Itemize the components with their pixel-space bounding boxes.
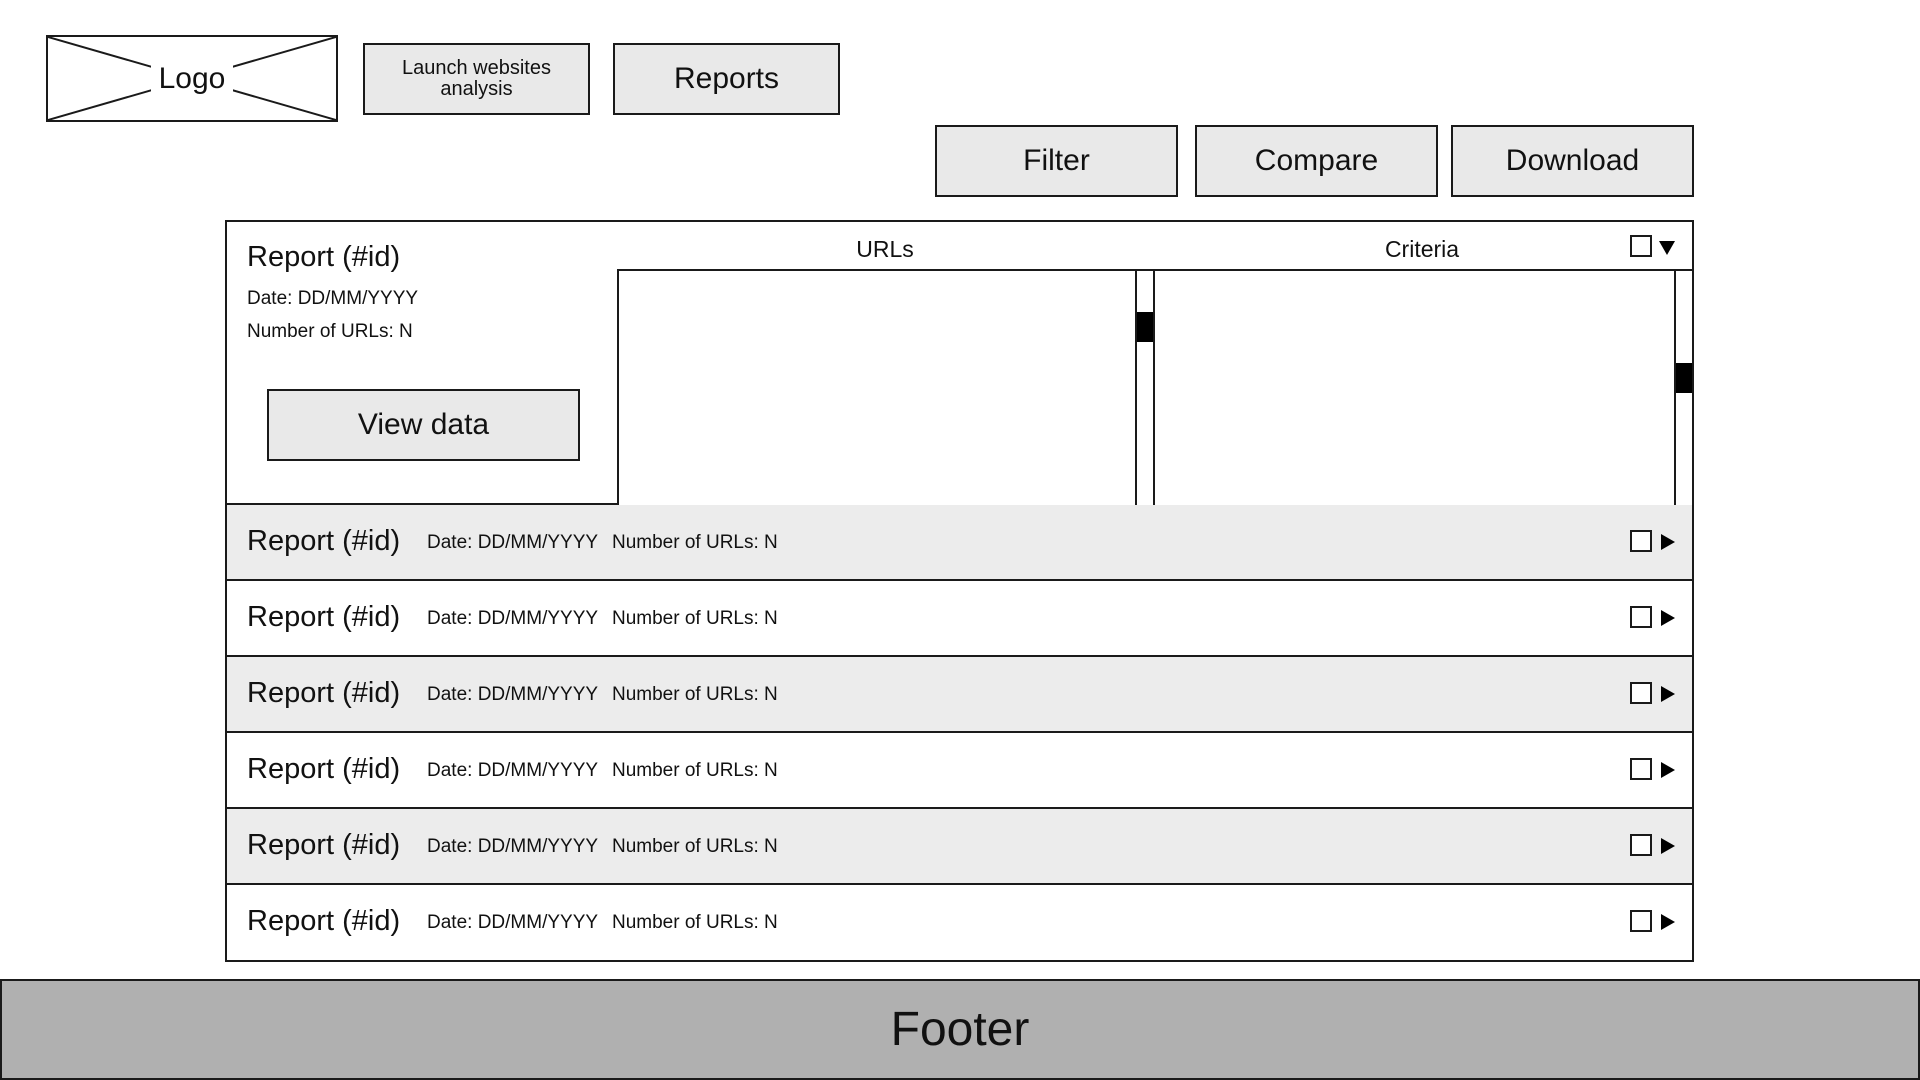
report-title: Report (#id) (247, 601, 401, 633)
footer-label: Footer (890, 1003, 1030, 1056)
urls-scrollbar[interactable] (1135, 269, 1155, 505)
criteria-list-panel[interactable] (1153, 269, 1694, 505)
urls-list-panel[interactable] (617, 269, 1155, 505)
report-url-count: Number of URLs: N (247, 321, 413, 342)
report-url-count: Number of URLs: N (612, 912, 778, 933)
report-select-checkbox[interactable] (1630, 530, 1652, 552)
report-select-checkbox[interactable] (1630, 834, 1652, 856)
expand-triangle-right-icon[interactable] (1661, 534, 1675, 550)
filter-label: Filter (1023, 144, 1090, 177)
report-select-checkbox[interactable] (1630, 606, 1652, 628)
urls-column-header: URLs (856, 236, 914, 262)
report-row[interactable]: Report (#id) Date: DD/MM/YYYY Number of UR… (227, 885, 1692, 961)
report-title: Report (#id) (247, 905, 401, 937)
expand-triangle-right-icon[interactable] (1661, 610, 1675, 626)
filter-button[interactable]: Filter (935, 125, 1178, 197)
report-row[interactable]: Report (#id) Date: DD/MM/YYYY Number of UR… (227, 657, 1692, 733)
report-url-count: Number of URLs: N (612, 760, 778, 781)
criteria-scrollbar[interactable] (1674, 269, 1694, 505)
report-title: Report (#id) (247, 753, 401, 785)
expand-triangle-right-icon[interactable] (1661, 686, 1675, 702)
report-date: Date: DD/MM/YYYY (427, 608, 599, 629)
criteria-column-header: Criteria (1384, 236, 1460, 262)
compare-button[interactable]: Compare (1195, 125, 1438, 197)
report-row[interactable]: Report (#id) Date: DD/MM/YYYY Number of UR… (227, 505, 1692, 581)
report-row[interactable]: Report (#id) Date: DD/MM/YYYY Number of UR… (227, 581, 1692, 657)
reports-button[interactable]: Reports (613, 43, 840, 115)
report-row[interactable]: Report (#id) Date: DD/MM/YYYY Number of UR… (227, 809, 1692, 885)
report-date: Date: DD/MM/YYYY (427, 836, 599, 857)
expand-triangle-right-icon[interactable] (1661, 838, 1675, 854)
urls-scrollbar-thumb[interactable] (1137, 312, 1153, 342)
report-select-checkbox[interactable] (1630, 682, 1652, 704)
report-url-count: Number of URLs: N (612, 684, 778, 705)
logo-label: Logo (150, 61, 234, 96)
criteria-scrollbar-thumb[interactable] (1676, 363, 1692, 393)
footer: Footer (0, 979, 1920, 1080)
launch-websites-analysis-label: Launch websites analysis (402, 57, 551, 100)
expand-triangle-right-icon[interactable] (1661, 914, 1675, 930)
report-title: Report (#id) (247, 241, 401, 273)
report-url-count: Number of URLs: N (612, 532, 778, 553)
report-title: Report (#id) (247, 677, 401, 709)
report-date: Date: DD/MM/YYYY (427, 532, 599, 553)
expanded-report: Report (#id) Date: DD/MM/YYYY Number of … (227, 222, 1694, 505)
report-row[interactable]: Report (#id) Date: DD/MM/YYYY Number of UR… (227, 733, 1692, 809)
launch-websites-analysis-button[interactable]: Launch websites analysis (363, 43, 590, 115)
report-date: Date: DD/MM/YYYY (247, 288, 419, 309)
report-list: Report (#id) Date: DD/MM/YYYY Number of … (225, 220, 1694, 962)
report-select-checkbox[interactable] (1630, 910, 1652, 932)
view-data-label: View data (357, 408, 490, 441)
report-url-count: Number of URLs: N (612, 608, 778, 629)
report-date: Date: DD/MM/YYYY (427, 912, 599, 933)
report-url-count: Number of URLs: N (612, 836, 778, 857)
report-date: Date: DD/MM/YYYY (427, 760, 599, 781)
report-date: Date: DD/MM/YYYY (427, 684, 599, 705)
report-title: Report (#id) (247, 525, 401, 557)
report-select-checkbox[interactable] (1630, 235, 1652, 257)
view-data-button[interactable]: View data (267, 389, 580, 461)
collapse-triangle-down-icon[interactable] (1659, 241, 1675, 255)
download-button[interactable]: Download (1451, 125, 1694, 197)
expand-triangle-right-icon[interactable] (1661, 762, 1675, 778)
download-label: Download (1505, 144, 1640, 177)
report-select-checkbox[interactable] (1630, 758, 1652, 780)
report-title: Report (#id) (247, 829, 401, 861)
reports-label: Reports (673, 62, 780, 95)
compare-label: Compare (1254, 144, 1379, 177)
logo: Logo (46, 35, 338, 122)
